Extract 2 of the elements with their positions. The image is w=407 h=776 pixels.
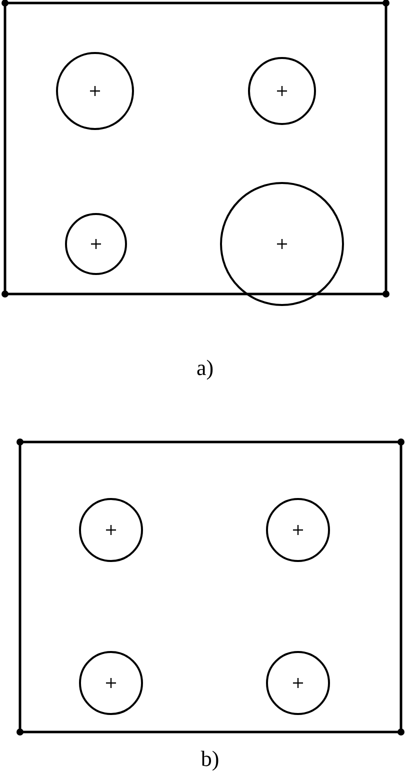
figure-label: b) [200,748,220,770]
figure-label: a) [196,357,214,379]
